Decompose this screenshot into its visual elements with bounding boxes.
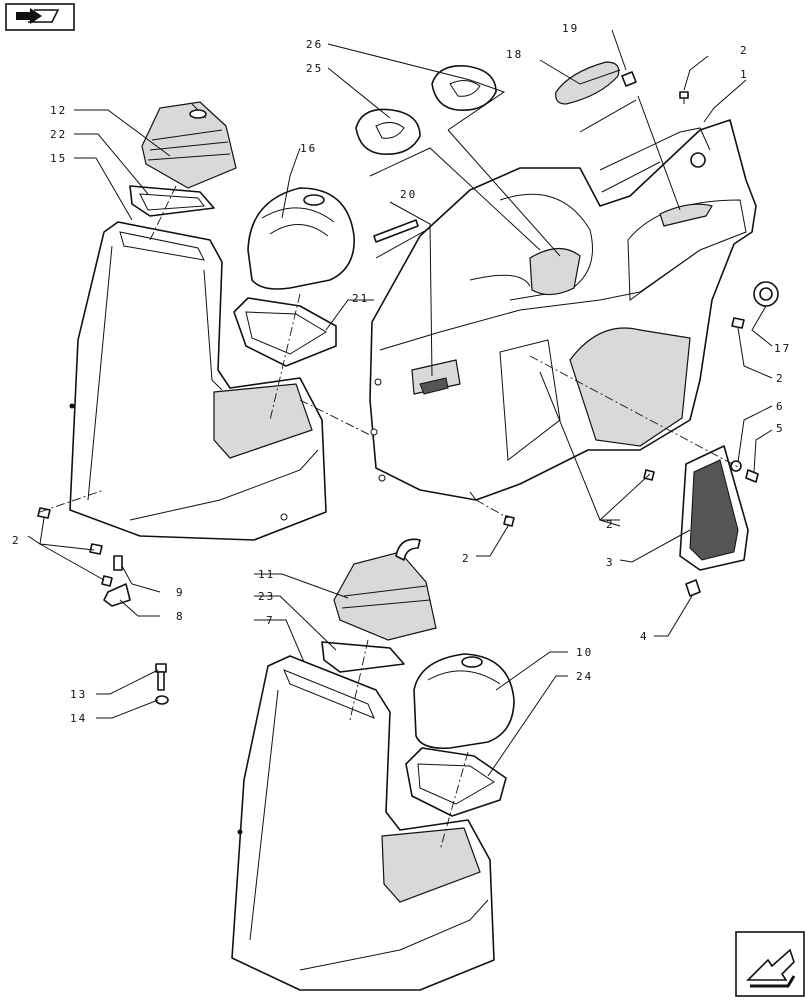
grommet-17-part	[753, 281, 779, 307]
callout-11: 11	[258, 568, 275, 581]
screw-2-right-part	[731, 317, 745, 329]
callout-12: 12	[50, 104, 67, 117]
leader-lines	[27, 29, 773, 777]
callout-7: 7	[266, 614, 275, 627]
callout-24: 24	[576, 670, 593, 683]
callout-17: 17	[774, 342, 791, 355]
strip-20-part	[373, 219, 419, 243]
frame-22-part	[129, 185, 215, 217]
cap-25-part	[355, 108, 421, 155]
callout-14: 14	[70, 712, 87, 725]
pad-18-part	[555, 61, 620, 105]
callout-9: 9	[176, 586, 185, 599]
callout-5: 5	[776, 422, 785, 435]
grille-3-part	[679, 445, 749, 571]
callout-19: 19	[562, 22, 579, 35]
callout-26: 26	[306, 38, 323, 51]
callout-20: 20	[400, 188, 417, 201]
callout-21: 21	[352, 292, 369, 305]
assembly-axes	[39, 185, 741, 851]
bracket-8-part	[103, 583, 131, 607]
next-page-arrow-icon[interactable]	[735, 931, 805, 997]
callout-1: 1	[740, 68, 749, 81]
callout-23: 23	[258, 590, 275, 603]
callout-2: 2	[740, 44, 749, 57]
clip-19-part	[621, 71, 637, 87]
frame-21-part	[233, 297, 337, 367]
callout-2: 2	[776, 372, 785, 385]
screw-2-low-part	[503, 515, 515, 527]
callout-8: 8	[176, 610, 185, 623]
clip-9-part	[113, 555, 123, 571]
callout-2: 2	[12, 534, 21, 547]
callout-labels: 1 2 2 2 2 2 3 4 5 6 7 8 9 10 11 12 13 14…	[12, 22, 791, 725]
callout-2: 2	[462, 552, 471, 565]
washer-14-part	[155, 695, 169, 705]
callout-22: 22	[50, 128, 67, 141]
bolt-13-part	[155, 663, 167, 691]
callout-4: 4	[640, 630, 649, 643]
callout-16: 16	[300, 142, 317, 155]
callout-2: 2	[606, 518, 615, 531]
joystick-cover-10-part	[413, 653, 515, 750]
callout-6: 6	[776, 400, 785, 413]
side-panel-1-part	[369, 119, 757, 501]
joystick-cover-16-part	[247, 187, 355, 290]
cap-26-part	[431, 65, 497, 111]
frame-23-part	[321, 641, 405, 673]
screw-5-part	[745, 469, 759, 483]
screw-2-top-part	[679, 91, 689, 104]
callout-13: 13	[70, 688, 87, 701]
gear-boot-11-part	[333, 538, 437, 641]
screw-2-left-part	[37, 507, 113, 587]
left-console-upper-part	[69, 221, 327, 541]
frame-24-part	[405, 747, 507, 817]
book-arrow-icon[interactable]	[5, 3, 75, 31]
right-console-lower-part	[231, 655, 495, 991]
callout-18: 18	[506, 48, 523, 61]
callout-15: 15	[50, 152, 67, 165]
callout-3: 3	[606, 556, 615, 569]
clip-4-part	[685, 579, 701, 597]
callout-10: 10	[576, 646, 593, 659]
callout-25: 25	[306, 62, 323, 75]
gear-boot-12-part	[141, 101, 237, 189]
